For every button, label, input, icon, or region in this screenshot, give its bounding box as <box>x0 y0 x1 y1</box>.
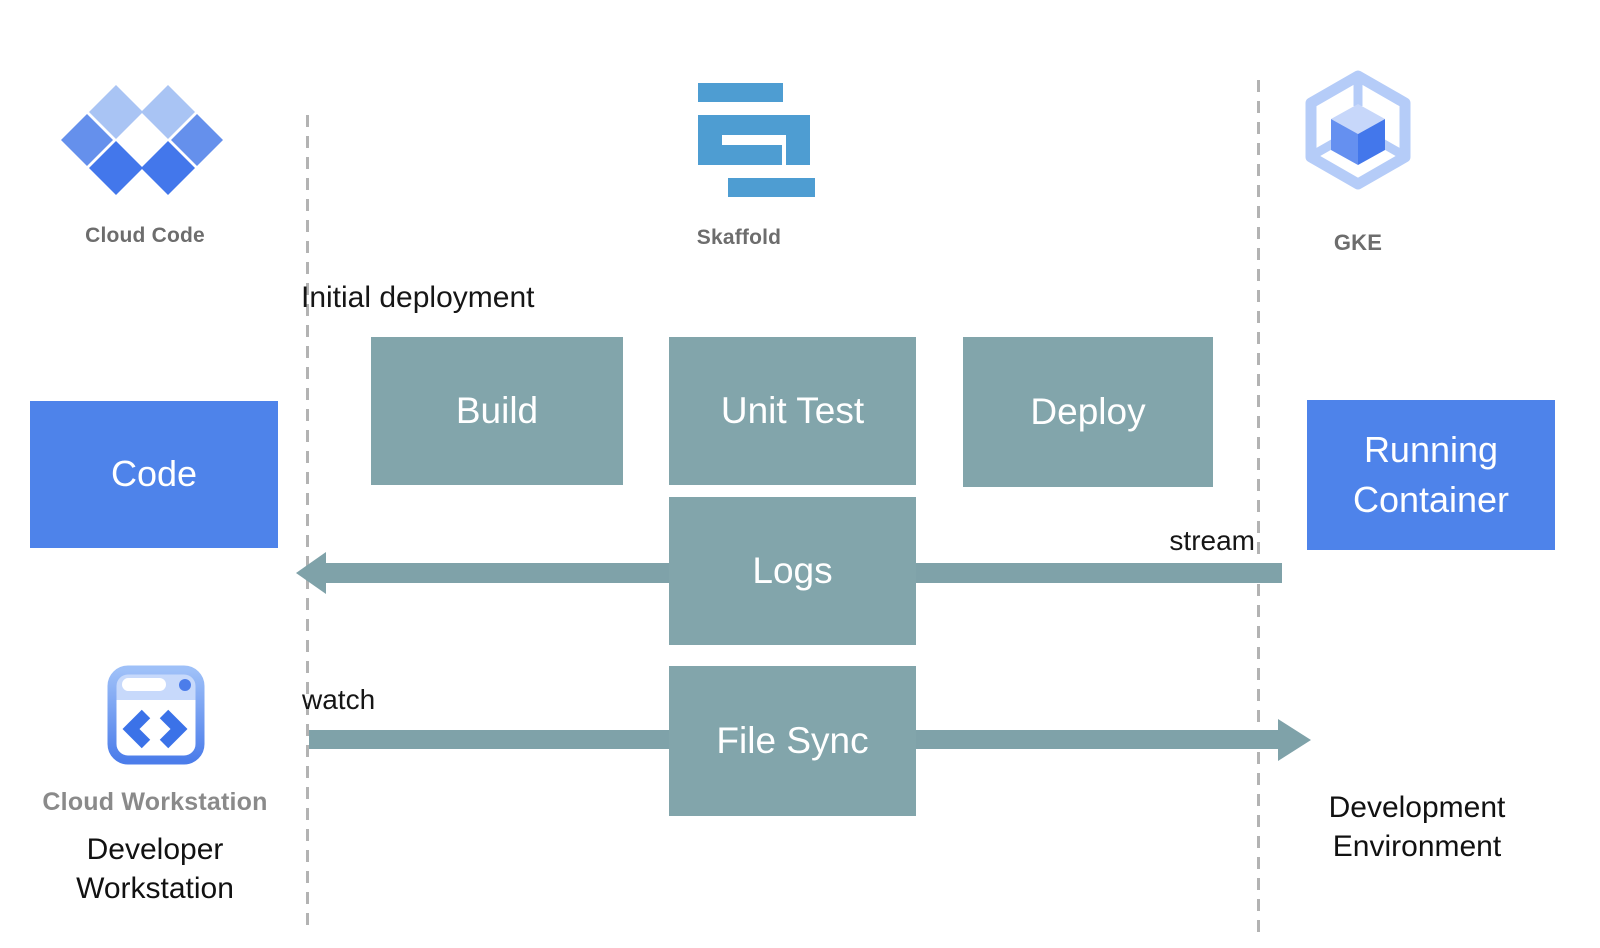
unit-test-box: Unit Test <box>669 337 916 485</box>
cloud-code-label: Cloud Code <box>85 224 205 247</box>
cloud-workstation-icon <box>106 664 206 768</box>
cloud-workstation-label: Cloud Workstation <box>42 788 268 816</box>
developer-workstation-label: Developer Workstation <box>25 830 285 908</box>
deploy-box: Deploy <box>963 337 1213 487</box>
build-box: Build <box>371 337 623 485</box>
skaffold-label: Skaffold <box>696 226 782 249</box>
logs-stream-arrowhead <box>296 552 326 594</box>
running-container-box: Running Container <box>1307 400 1555 550</box>
development-environment-line1: Development <box>1328 791 1506 824</box>
left-lane-divider <box>306 115 309 933</box>
skaffold-icon <box>690 80 820 200</box>
gke-label: GKE <box>1333 230 1383 255</box>
initial-deployment-label: Initial deployment <box>301 281 535 314</box>
file-sync-arrowhead <box>1278 719 1311 761</box>
developer-workstation-line1: Developer <box>86 833 224 866</box>
code-box: Code <box>30 401 278 548</box>
file-sync-box: File Sync <box>669 666 916 816</box>
watch-label: watch <box>302 684 376 715</box>
development-environment-label: Development Environment <box>1287 788 1547 866</box>
cloud-code-icon <box>60 82 230 198</box>
stream-label: stream <box>1169 525 1255 556</box>
right-lane-divider <box>1257 80 1260 933</box>
gke-icon <box>1296 66 1421 196</box>
logs-box: Logs <box>669 497 916 645</box>
development-environment-line2: Environment <box>1332 830 1502 863</box>
developer-workstation-line2: Workstation <box>76 872 234 905</box>
